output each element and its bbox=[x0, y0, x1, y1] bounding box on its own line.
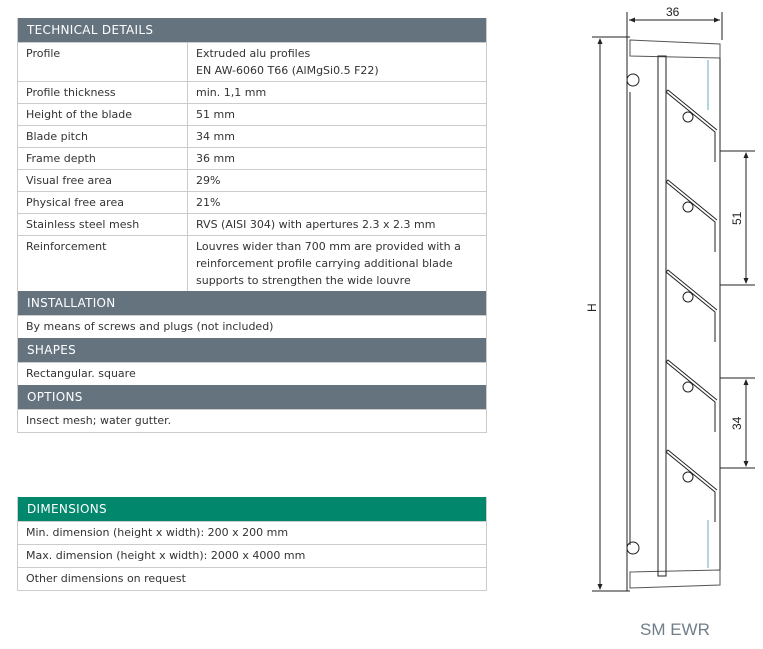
blade-clip bbox=[682, 471, 694, 483]
row-value: 36 mm bbox=[196, 152, 235, 165]
row-label: Profile thickness bbox=[18, 82, 188, 103]
blade-clip bbox=[682, 291, 694, 303]
row-value: 29% bbox=[196, 174, 221, 187]
technical-details-header: TECHNICAL DETAILS bbox=[18, 18, 486, 42]
table-row: Max. dimension (height x width): 2000 x … bbox=[18, 544, 486, 567]
row-label: Reinforcement bbox=[18, 236, 188, 291]
row-label: Profile bbox=[18, 43, 188, 81]
table-row: Other dimensions on request bbox=[18, 567, 486, 590]
shapes-text: Rectangular. square bbox=[26, 367, 136, 380]
dimension-text: Max. dimension (height x width): 2000 x … bbox=[26, 549, 306, 562]
louvre-blade bbox=[665, 152, 718, 252]
dimensions-table: DIMENSIONS Min. dimension (height x widt… bbox=[17, 497, 487, 591]
table-row: By means of screws and plugs (not includ… bbox=[18, 315, 486, 338]
installation-header: INSTALLATION bbox=[18, 291, 486, 315]
depth-dimension: 36 bbox=[666, 5, 680, 19]
row-value: 34 mm bbox=[196, 130, 235, 143]
louvre-blade bbox=[665, 422, 718, 522]
row-value: Louvres wider than 700 mm are provided w… bbox=[196, 240, 461, 287]
row-label: Physical free area bbox=[18, 192, 188, 213]
options-text: Insect mesh; water gutter. bbox=[26, 414, 172, 427]
product-caption: SM EWR bbox=[640, 620, 710, 639]
table-row: Frame depth 36 mm bbox=[18, 147, 486, 169]
row-value: 51 mm bbox=[196, 108, 235, 121]
table-row: Visual free area 29% bbox=[18, 169, 486, 191]
table-row: Height of the blade 51 mm bbox=[18, 103, 486, 125]
installation-text: By means of screws and plugs (not includ… bbox=[26, 320, 274, 333]
dimensions-header: DIMENSIONS bbox=[18, 497, 486, 521]
table-row: Blade pitch 34 mm bbox=[18, 125, 486, 147]
louvre-blade bbox=[665, 242, 718, 342]
technical-details-table: TECHNICAL DETAILS Profile Extruded alu pr… bbox=[17, 18, 487, 433]
table-row: Min. dimension (height x width): 200 x 2… bbox=[18, 521, 486, 544]
table-row: Physical free area 21% bbox=[18, 191, 486, 213]
dimension-text: Min. dimension (height x width): 200 x 2… bbox=[26, 526, 289, 539]
blade-clip bbox=[682, 111, 694, 123]
row-label: Height of the blade bbox=[18, 104, 188, 125]
options-header: OPTIONS bbox=[18, 385, 486, 409]
table-row: Rectangular. square bbox=[18, 362, 486, 385]
blade-dimension: 51 bbox=[730, 211, 744, 225]
table-row: Insect mesh; water gutter. bbox=[18, 409, 486, 432]
table-row: Stainless steel mesh RVS (AISI 304) with … bbox=[18, 213, 486, 235]
blade-clip bbox=[682, 381, 694, 393]
row-label: Blade pitch bbox=[18, 126, 188, 147]
height-dimension: H bbox=[585, 303, 599, 312]
row-label: Frame depth bbox=[18, 148, 188, 169]
pitch-dimension: 34 bbox=[730, 416, 744, 430]
row-value: RVS (AISI 304) with apertures 2.3 x 2.3 … bbox=[196, 218, 436, 231]
row-value: 21% bbox=[196, 196, 221, 209]
row-value: min. 1,1 mm bbox=[196, 86, 267, 99]
louvre-section-drawing: 36 H 51 34 bbox=[585, 5, 755, 592]
louvre-blade bbox=[665, 62, 718, 162]
dimension-text: Other dimensions on request bbox=[26, 572, 186, 585]
louvre-blade bbox=[665, 332, 718, 432]
row-label: Stainless steel mesh bbox=[18, 214, 188, 235]
row-label: Visual free area bbox=[18, 170, 188, 191]
shapes-header: SHAPES bbox=[18, 338, 486, 362]
table-row: Profile thickness min. 1,1 mm bbox=[18, 81, 486, 103]
blade-clip bbox=[682, 201, 694, 213]
